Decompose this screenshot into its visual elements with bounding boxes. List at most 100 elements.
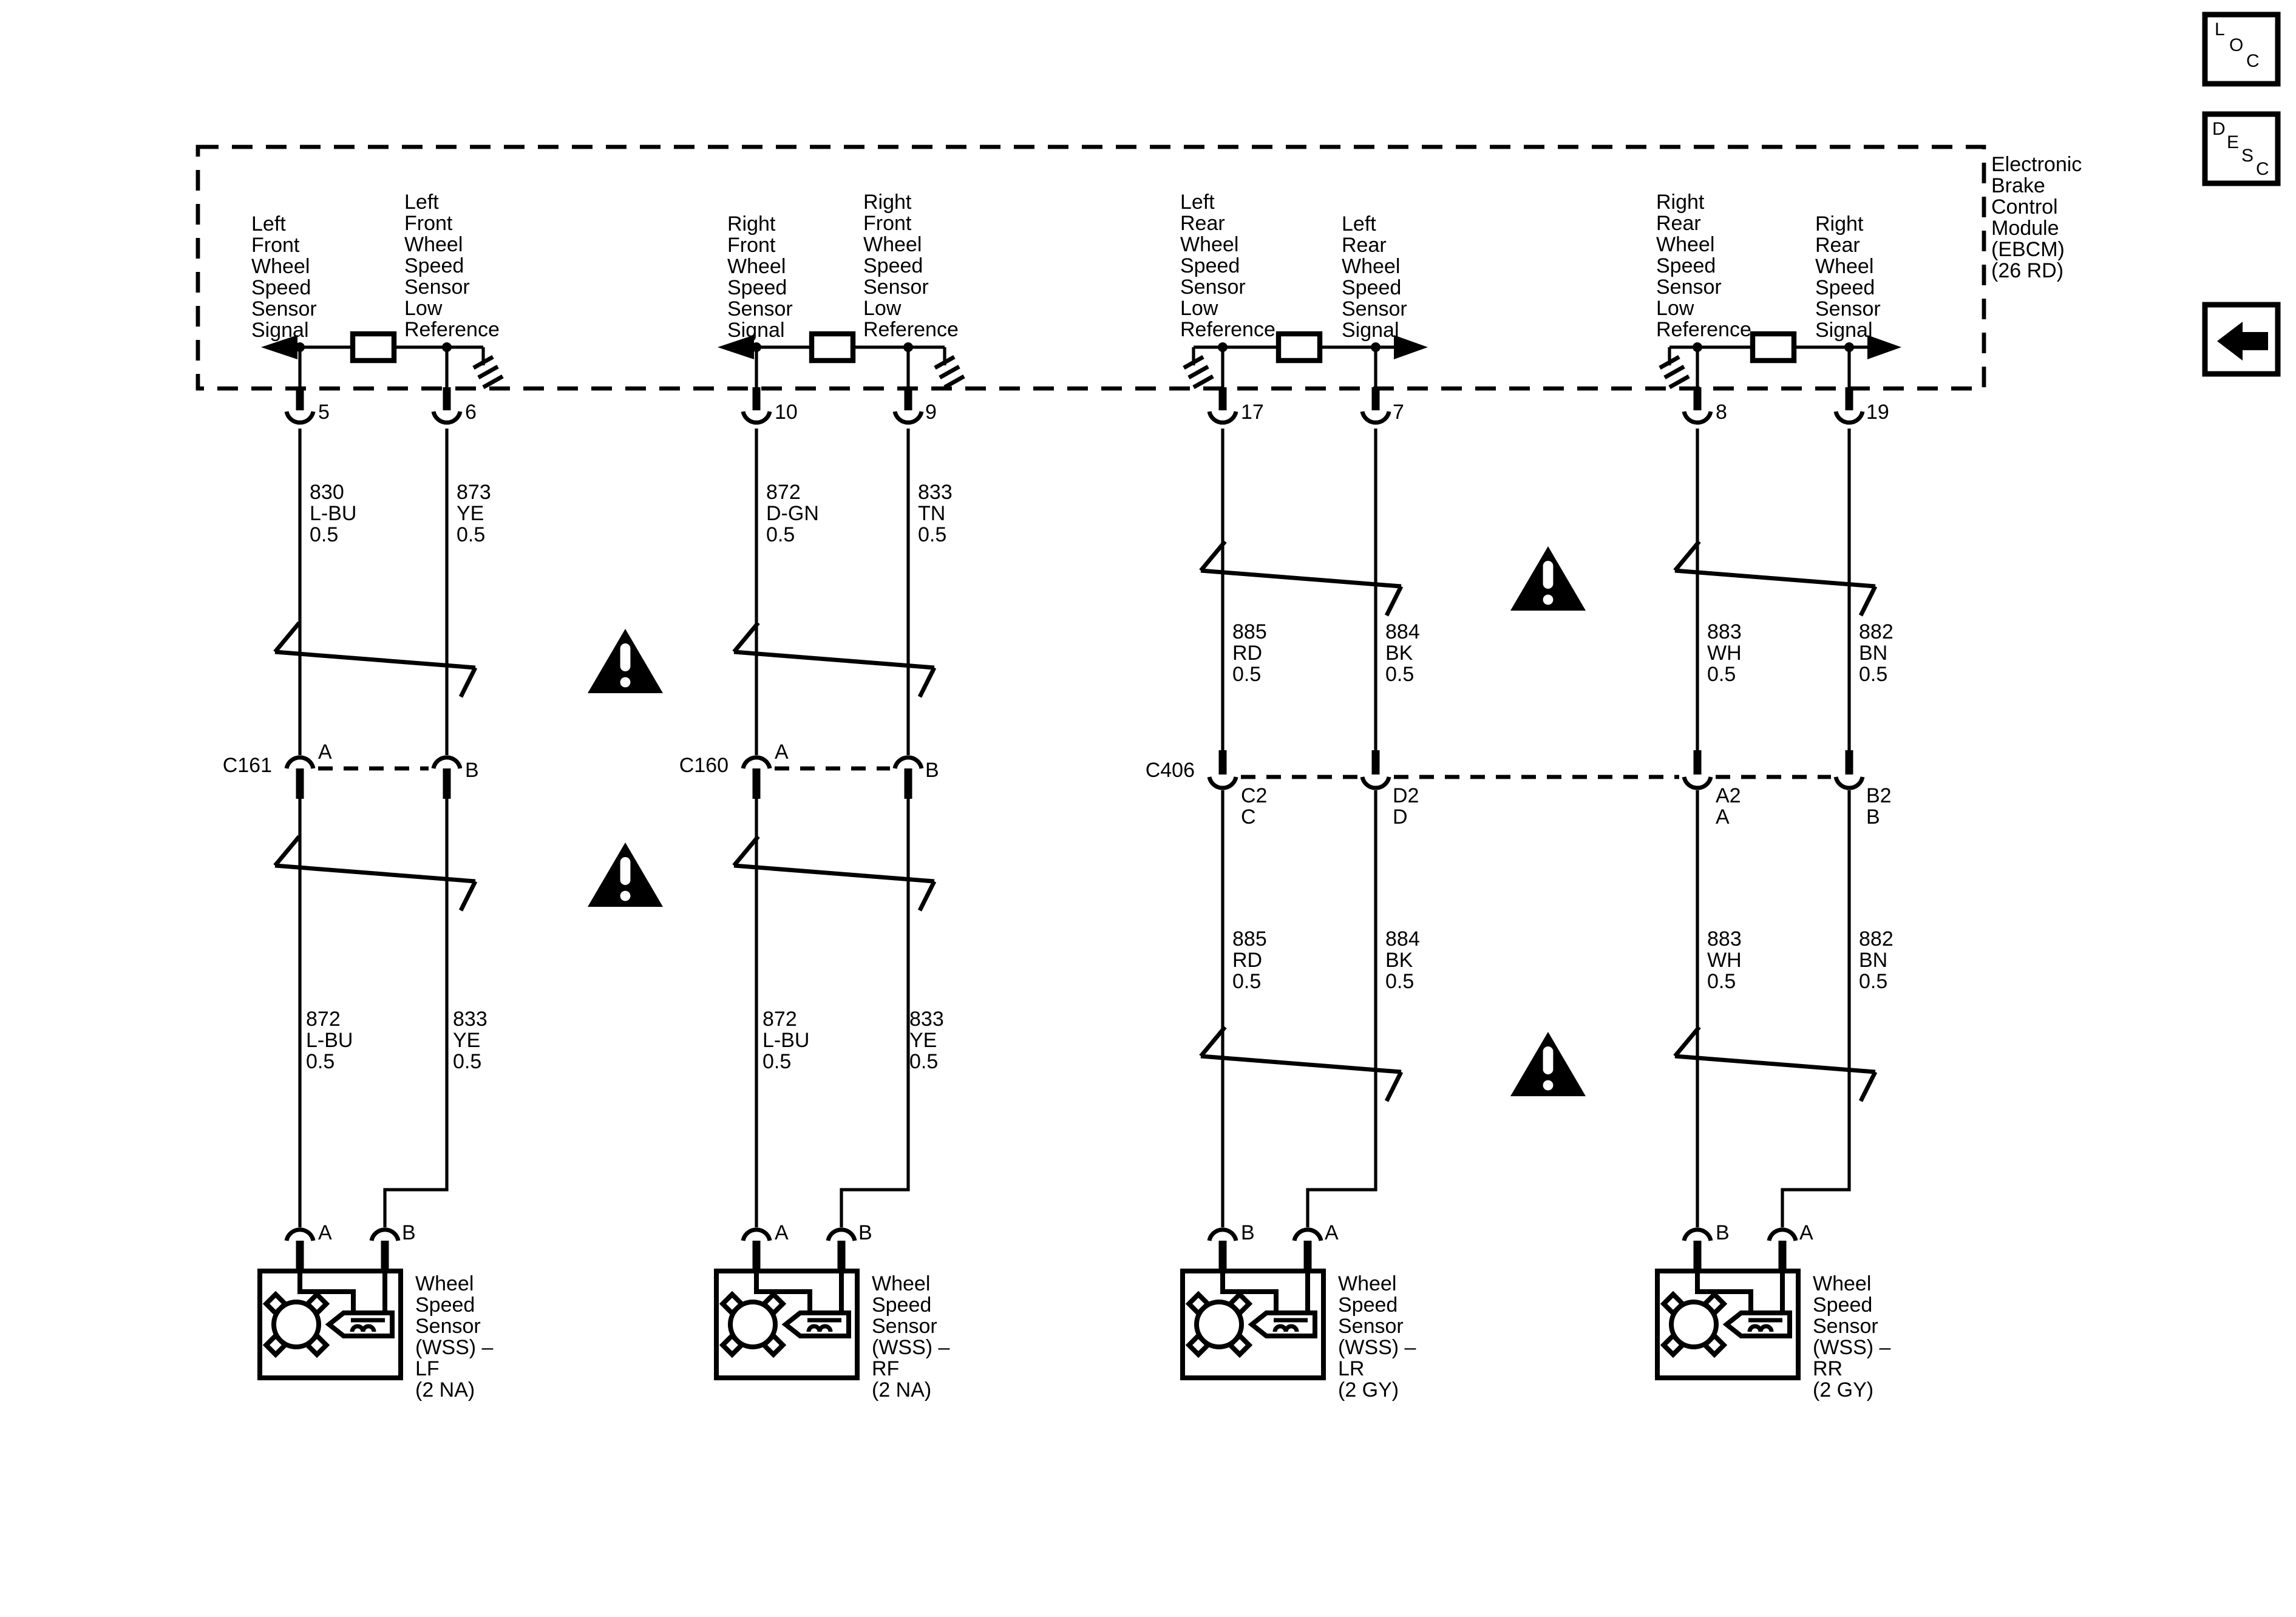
sensor-pin-icon — [1209, 1230, 1236, 1271]
sensor-pin-icon — [743, 1230, 770, 1271]
wire-low-ref — [840, 799, 910, 1227]
pin-number: 10 — [775, 401, 798, 424]
desc-button[interactable] — [2202, 111, 2281, 186]
ground-icon — [474, 357, 503, 387]
pin-function-label: Right Rear Wheel Speed Sensor Signal — [1815, 212, 1881, 342]
ebcm-pin-icon — [895, 387, 922, 422]
sensor-label: Wheel Speed Sensor (WSS) – LR (2 GY) — [1338, 1272, 1416, 1402]
twisted-pair-icon — [734, 623, 934, 697]
wire-label: 882 BN 0.5 — [1859, 927, 1894, 993]
sensor-label: Wheel Speed Sensor (WSS) – LF (2 NA) — [415, 1272, 494, 1402]
inline-connector-pin-icon — [743, 758, 770, 799]
signal-arrow-icon — [1394, 335, 1428, 359]
wire-label: 830 L-BU 0.5 — [310, 481, 357, 546]
wheel-speed-sensor-icon — [266, 1294, 392, 1354]
twisted-pair-icon — [734, 836, 934, 910]
wss-box — [1655, 1269, 1801, 1380]
wire-label: 884 BK 0.5 — [1385, 620, 1420, 686]
desc-button-letter: C — [2256, 159, 2269, 179]
inline-connector-pin-icon — [287, 758, 313, 799]
twisted-pair-icon — [1201, 1027, 1401, 1101]
back-button[interactable] — [2202, 302, 2281, 377]
bias-resistor-icon — [1279, 334, 1320, 361]
wss-box — [714, 1269, 860, 1380]
wire-label: 885 RD 0.5 — [1232, 927, 1267, 993]
warning-icon — [588, 629, 663, 693]
sensor-pin: B — [858, 1221, 872, 1244]
ebcm-pin-icon — [433, 387, 460, 422]
wire-label: 882 BN 0.5 — [1859, 620, 1894, 686]
pin-function-label: Left Front Wheel Speed Sensor Signal — [251, 212, 317, 342]
warning-icon — [1510, 546, 1586, 611]
signal-arrow-icon — [718, 335, 754, 359]
warning-icon — [1510, 1032, 1586, 1096]
pin-number: 6 — [465, 401, 477, 424]
sensor-label: Wheel Speed Sensor (WSS) – RR (2 GY) — [1813, 1272, 1891, 1402]
sensor-pin: A — [1799, 1221, 1813, 1244]
signal-arrow-icon — [261, 335, 297, 359]
desc-button-letter: E — [2227, 132, 2240, 152]
inline-connector-pin-icon — [895, 758, 922, 799]
pin-function-label: Right Front Wheel Speed Sensor Signal — [727, 212, 793, 342]
wire-label: 872 L-BU 0.5 — [763, 1008, 810, 1073]
sensor-pin: B — [1241, 1221, 1255, 1244]
loc-button[interactable] — [2202, 12, 2281, 87]
bias-resistor-icon — [1753, 334, 1794, 361]
ebcm-pin-icon — [743, 387, 770, 422]
sensor-pin-icon — [1294, 1230, 1321, 1271]
pin-number: 9 — [925, 401, 937, 424]
signal-arrow-icon — [1867, 335, 1901, 359]
wire-signal — [1781, 790, 1851, 1227]
pin-function-label: Right Front Wheel Speed Sensor Low Refer… — [863, 191, 959, 341]
sensor-pin: A — [318, 1221, 332, 1244]
pin-number: 19 — [1866, 401, 1889, 424]
wheel-speed-sensor-icon — [722, 1294, 849, 1354]
connector-pin: C2 C — [1241, 784, 1268, 829]
wire-signal — [1306, 790, 1377, 1227]
twisted-pair-icon — [1201, 541, 1401, 615]
pin-number: 8 — [1716, 401, 1727, 424]
module-label: Electronic Brake Control Module (EBCM) (… — [1991, 153, 2082, 282]
ebcm-pin-icon — [287, 387, 313, 422]
ebcm-pin-icon — [1209, 387, 1236, 422]
connector-name: C406 — [1145, 759, 1195, 782]
inline-connector-pin-icon — [1684, 750, 1711, 788]
connector-name: C161 — [222, 754, 272, 777]
ebcm-pin-icon — [1362, 387, 1389, 422]
sensor-pin-icon — [287, 1230, 313, 1271]
ebcm-pin-icon — [1836, 387, 1863, 422]
inline-connector-pin-icon — [1209, 750, 1236, 788]
wire-label: 833 TN 0.5 — [918, 481, 953, 546]
inline-connector-pin-icon — [1362, 750, 1389, 788]
twisted-pair-icon — [1675, 1027, 1875, 1101]
sensor-pin-icon — [1769, 1230, 1796, 1271]
loc-button-letter: L — [2215, 19, 2225, 39]
wire-label: 884 BK 0.5 — [1385, 927, 1420, 993]
connector-pin: A — [318, 741, 332, 764]
desc-button-letter: D — [2212, 119, 2226, 139]
ground-icon — [935, 357, 964, 387]
sensor-label: Wheel Speed Sensor (WSS) – RF (2 NA) — [872, 1272, 950, 1402]
bias-resistor-icon — [353, 334, 394, 361]
wire-label: 872 D-GN 0.5 — [766, 481, 819, 546]
pin-number: 7 — [1393, 401, 1404, 424]
pin-function-label: Left Rear Wheel Speed Sensor Low Referen… — [1180, 191, 1275, 341]
wss-box — [257, 1269, 403, 1380]
pin-function-label: Right Rear Wheel Speed Sensor Low Refere… — [1656, 191, 1751, 341]
connector-pin: B2 B — [1866, 784, 1892, 829]
ebcm-module-outline — [195, 144, 1986, 391]
pin-number: 17 — [1241, 401, 1264, 424]
loc-button-letter: O — [2229, 35, 2244, 55]
circuit-right-rear — [1655, 334, 1901, 1380]
sensor-pin: A — [1325, 1221, 1339, 1244]
left-arrow-icon — [2217, 322, 2268, 361]
wheel-speed-sensor-icon — [1189, 1294, 1315, 1354]
ground-icon — [1184, 357, 1213, 387]
pin-function-label: Left Front Wheel Speed Sensor Low Refere… — [404, 191, 500, 341]
bias-resistor-icon — [812, 334, 853, 361]
sensor-pin: B — [402, 1221, 416, 1244]
sensor-pin: B — [1716, 1221, 1730, 1244]
sensor-pin-icon — [828, 1230, 855, 1271]
connector-pin: D2 D — [1393, 784, 1419, 829]
